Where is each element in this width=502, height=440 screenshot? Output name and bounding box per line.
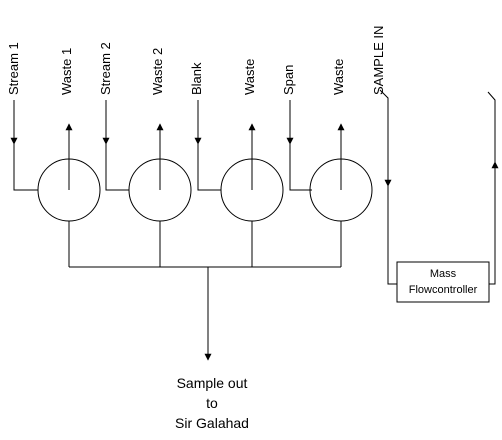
valve-3-inlet-connector	[197, 144, 221, 191]
sample-out-line1: Sample out	[177, 375, 248, 391]
mass-flowcontroller-line1: Mass	[430, 268, 457, 280]
valve-4-inlet-connector	[289, 144, 312, 191]
flowcontroller-return-line	[487, 91, 496, 162]
output-manifold	[68, 221, 342, 361]
valve-1: Stream 1 Waste 1	[6, 42, 101, 222]
valve-1-outlet-label: Waste 1	[59, 48, 74, 95]
sample-in-path: SAMPLE IN Mass Flowcontroller	[371, 26, 499, 303]
valve-2-inlet-connector	[105, 144, 129, 191]
sample-in-line	[379, 89, 392, 187]
sample-out-line2: to	[206, 395, 218, 411]
valve-2: Stream 2 Waste 2	[98, 42, 192, 222]
valve-3-inlet-label: Blank	[189, 62, 204, 95]
valve-1-inlet-label: Stream 1	[6, 42, 21, 95]
valve-1-inlet-connector	[13, 144, 38, 191]
flowcontroller-outlet-connector	[489, 232, 496, 285]
valve-3: Blank Waste	[189, 59, 284, 222]
valve-4-inlet-label: Span	[281, 65, 296, 95]
valve-2-inlet-label: Stream 2	[98, 42, 113, 95]
valve-4: Span Waste	[281, 59, 373, 222]
valve-3-outlet-label: Waste	[242, 59, 257, 95]
mass-flowcontroller-line2: Flowcontroller	[409, 284, 478, 296]
sample-in-label: SAMPLE IN	[371, 26, 386, 95]
sample-out-line3: Sir Galahad	[175, 415, 249, 431]
valve-2-outlet-label: Waste 2	[150, 48, 165, 95]
sample-out-label: Sample out to Sir Galahad	[175, 375, 249, 431]
sample-in-connector	[387, 186, 397, 285]
valve-4-outlet-label: Waste	[331, 59, 346, 95]
mass-flowcontroller-box[interactable]	[396, 261, 490, 303]
